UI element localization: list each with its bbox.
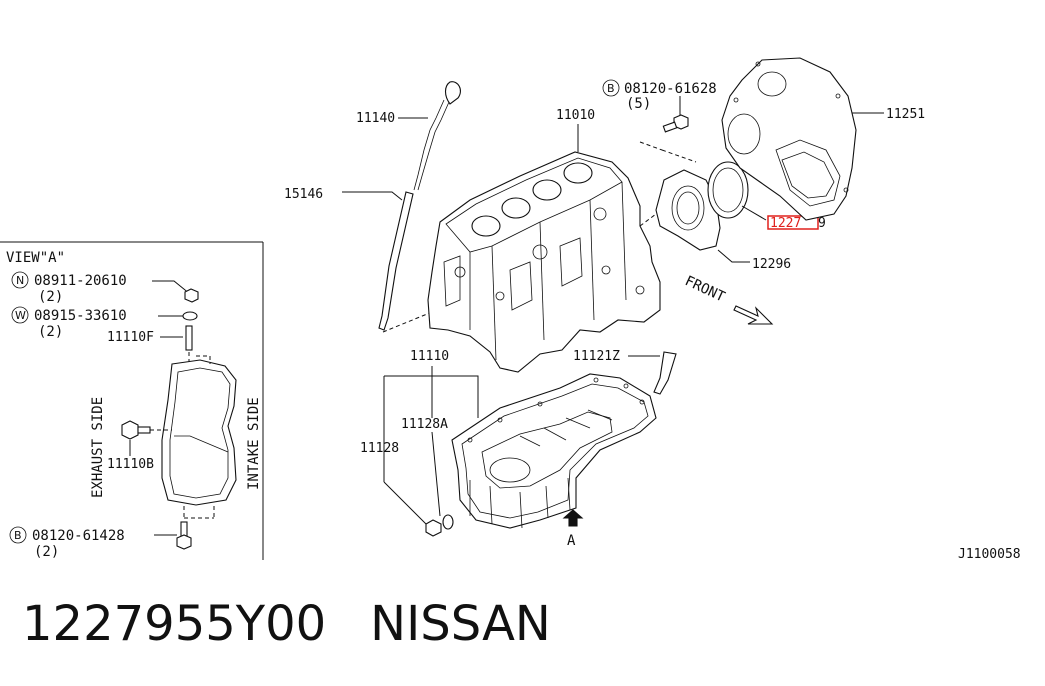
front-arrow-icon	[733, 305, 774, 325]
callout-bolt-top-qty: (5)	[626, 96, 651, 112]
view-a-panel: VIEW"A" N 08911-20610 (2) W 08915-33610 …	[0, 241, 264, 560]
drain-plug-11128	[425, 519, 442, 537]
rear-plate-11251	[721, 57, 857, 221]
bolt-bottom-head	[176, 534, 192, 550]
front-label: FRONT	[682, 273, 727, 306]
view-a-arrow-label: A	[567, 533, 576, 549]
stud-part	[185, 325, 193, 351]
callout-nut-qty: (2)	[38, 289, 63, 305]
callout-11128a: 11128A	[401, 417, 448, 432]
callout-washer: 08915-33610	[34, 308, 127, 324]
callout-11251: 11251	[886, 107, 925, 122]
nut-symbol-letter: N	[16, 274, 24, 287]
cylinder-bore-1	[471, 215, 501, 237]
nut-symbol-icon	[11, 271, 29, 289]
footer-brand: NISSAN	[370, 596, 551, 652]
view-a-label: VIEW"A"	[6, 250, 65, 266]
callout-11110b: 11110B	[107, 457, 154, 472]
bolt-symbol-letter-bottom: B	[14, 529, 22, 542]
cylinder-bore-2	[501, 197, 531, 219]
top-bolt-group: B 08120-61628 (5)	[602, 79, 717, 133]
footer-part-number: 1227955Y00	[22, 596, 327, 652]
callout-11121z: 11121Z	[573, 349, 620, 364]
callout-washer-qty: (2)	[38, 324, 63, 340]
exhaust-side-label: EXHAUST SIDE	[90, 397, 106, 498]
bolt-symbol-letter-top: B	[607, 82, 615, 95]
callout-bolt-bottom-qty: (2)	[34, 544, 59, 560]
drain-washer-11128a	[442, 514, 454, 530]
intake-side-label: INTAKE SIDE	[246, 397, 262, 490]
washer-part	[182, 311, 198, 321]
oil-pan: 11110 11128A 11128 11121Z A	[360, 349, 677, 549]
bolt-symbol-icon-bottom	[9, 526, 27, 544]
washer-symbol-icon	[11, 306, 29, 324]
bolt-symbol-icon-top	[602, 79, 620, 97]
callout-nut: 08911-20610	[34, 273, 127, 289]
callout-11140: 11140	[356, 111, 395, 126]
callout-11110: 11110	[410, 349, 449, 364]
cylinder-bore-3	[532, 179, 562, 201]
highlighted-part-box	[767, 215, 819, 230]
oil-pan-11110	[451, 373, 657, 529]
rear-plate: 11251	[721, 57, 925, 221]
cylinder-bore-4	[563, 162, 593, 184]
bolt-top-shank	[662, 121, 678, 133]
callout-12279-highlight: 1227	[770, 216, 801, 231]
nut-part	[184, 288, 199, 303]
rear-oil-seal-12279	[707, 161, 749, 219]
cylinder-block: 11010	[427, 108, 661, 373]
view-a-arrow-icon	[562, 509, 584, 527]
dipstick-tube	[378, 191, 414, 331]
callout-12296: 12296	[752, 257, 791, 272]
washer-symbol-letter: W	[15, 309, 26, 322]
bolt-11110b-head	[121, 420, 139, 440]
callout-11110f: 11110F	[107, 330, 154, 345]
seal-retainer-12296	[655, 169, 721, 251]
callout-12279-tail: 9	[818, 216, 826, 231]
callout-bolt-top: 08120-61628	[624, 81, 717, 97]
callout-11128: 11128	[360, 441, 399, 456]
rear-seal-assembly: 12296 1227 9	[639, 141, 826, 272]
dipstick-assembly: 11140 15146	[284, 81, 461, 333]
front-indicator: FRONT	[682, 273, 774, 325]
oil-pan-gasket	[161, 359, 237, 506]
cylinder-block-body	[427, 151, 661, 373]
oil-level-sensor	[653, 351, 677, 395]
dipstick-handle	[444, 81, 461, 105]
callout-15146: 15146	[284, 187, 323, 202]
diagram-code: J1100058	[958, 547, 1021, 562]
callout-bolt-bottom: 08120-61428	[32, 528, 125, 544]
part-footer: 1227955Y00 NISSAN	[22, 596, 551, 652]
callout-11010: 11010	[556, 108, 595, 123]
bolt-11110b-shank	[137, 426, 151, 434]
